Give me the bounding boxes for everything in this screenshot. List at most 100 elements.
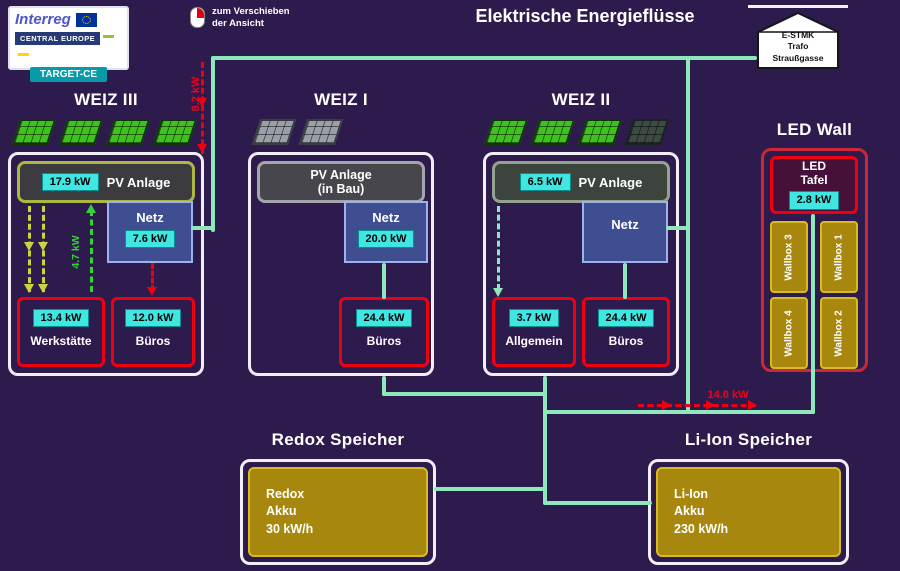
weiz3-pv-power-badge: 17.9 kW — [41, 173, 99, 191]
redox-title: Redox Speicher — [271, 430, 405, 449]
flow-line-ledwall-drop — [811, 214, 815, 414]
led-tafel-label: LED Tafel — [800, 159, 828, 188]
solar-panel-icon — [483, 119, 529, 145]
weiz1-load-bueros: 24.4 kW Büros — [339, 297, 429, 367]
solar-panel-icon — [624, 119, 670, 145]
trafo-label-line1: E-STMK — [781, 30, 815, 40]
flow-line-redox-link — [434, 487, 547, 491]
solar-panel-icon — [251, 119, 297, 145]
led-tafel-node: LED Tafel 2.8 kW — [770, 156, 858, 214]
weiz3-pv-node: 17.9 kW PV Anlage — [17, 161, 195, 203]
trafo-busbar-line — [748, 5, 848, 8]
flow-dash-weiz2-pv-load — [497, 206, 500, 290]
flow-line-weiz1-drop — [382, 376, 386, 396]
liion-title: Li-Ion Speicher — [684, 430, 813, 449]
weiz1-load1-power-badge: 24.4 kW — [355, 309, 413, 327]
flow-dash-netz-bueros — [151, 263, 154, 291]
flow-dash-grid-import — [201, 62, 204, 154]
led-tafel-power-badge: 2.8 kW — [788, 190, 840, 210]
trafo-label-line2: Trafo — [787, 41, 809, 52]
weiz2-netz-label: Netz — [611, 217, 639, 232]
wallbox-2-node: Wallbox 2 — [820, 297, 858, 369]
pan-hint-line2: der Ansicht — [212, 18, 264, 30]
flow-arrow-icon — [147, 287, 157, 296]
weiz3-netz-power-badge: 7.6 kW — [124, 230, 176, 248]
flow-line-weiz2-netz-load — [623, 263, 627, 299]
weiz3-load1-label: Werkstätte — [30, 334, 92, 348]
weiz1-netz-node: Netz 20.0 kW — [344, 201, 428, 263]
liion-akku-node: Li-Ion Akku 230 kW/h — [656, 467, 841, 557]
flow-line-weiz2-netz-stub — [666, 226, 690, 230]
weiz2-load-allgemein: 3.7 kW Allgemein — [492, 297, 576, 367]
flow-dash-to-led-storage — [638, 404, 756, 407]
pv-feed-power-label: 4.7 kW — [70, 235, 82, 269]
wallbox-4-label: Wallbox 4 — [783, 309, 795, 357]
flow-arrow-icon — [86, 204, 96, 213]
weiz2-load1-power-badge: 3.7 kW — [508, 309, 560, 327]
eu-flag-icon — [75, 12, 97, 27]
trafo-station-node: E-STMK Trafo Straußgasse — [752, 6, 844, 70]
weiz2-pv-node: 6.5 kW PV Anlage — [492, 161, 670, 203]
flow-line-weiz3-riser — [211, 56, 215, 232]
weiz2-netz-node: Netz — [582, 201, 668, 263]
redox-akku-node: Redox Akku 30 kW/h — [248, 467, 428, 557]
flow-line-top-trunk — [211, 56, 757, 60]
weiz3-load1-power-badge: 13.4 kW — [32, 309, 90, 327]
flow-line-weiz1-netz-load — [382, 263, 386, 299]
pan-hint-line1: zum Verschieben — [212, 6, 290, 17]
weiz1-load1-label: Büros — [366, 334, 402, 348]
logo-deco-yellow — [18, 53, 29, 57]
flow-line-weiz1-link — [382, 392, 547, 396]
wallbox-2-label: Wallbox 2 — [833, 309, 845, 357]
weiz2-load2-power-badge: 24.4 kW — [597, 309, 655, 327]
flow-dash-pv-feed — [90, 210, 93, 292]
led-storage-power-label: 14.0 kW — [707, 389, 749, 401]
weiz1-title: WEIZ I — [314, 90, 368, 109]
flow-line-right-riser — [686, 56, 690, 414]
ledwall-title: LED Wall — [776, 120, 853, 139]
flow-arrow-icon — [197, 98, 207, 107]
flow-line-bottom-trunk — [543, 410, 815, 414]
mouse-icon — [190, 7, 205, 28]
logo-project-badge: TARGET-CE — [29, 67, 108, 82]
weiz3-load2-power-badge: 12.0 kW — [124, 309, 182, 327]
pan-hint: zum Verschieben der Ansicht — [212, 6, 290, 31]
flow-arrow-icon — [706, 400, 715, 410]
weiz3-netz-node: Netz 7.6 kW — [107, 201, 193, 263]
flow-arrow-icon — [38, 242, 48, 251]
flow-arrow-icon — [24, 242, 34, 251]
weiz2-title: WEIZ II — [551, 90, 611, 109]
redox-storage-box — [240, 459, 436, 565]
trafo-label-line3: Straußgasse — [772, 52, 824, 63]
house-icon — [757, 11, 839, 69]
solar-panel-icon — [298, 119, 344, 145]
flow-arrow-icon — [24, 284, 34, 293]
weiz3-load-bueros: 12.0 kW Büros — [111, 297, 195, 367]
flow-arrow-icon — [197, 144, 207, 153]
solar-panel-icon — [577, 119, 623, 145]
weiz2-load1-label: Allgemein — [505, 334, 563, 348]
weiz3-pv-label: PV Anlage — [106, 174, 171, 190]
liion-storage-box — [648, 459, 849, 565]
weiz2-load-bueros: 24.4 kW Büros — [582, 297, 670, 367]
wallbox-1-label: Wallbox 1 — [833, 233, 845, 281]
wallbox-1-node: Wallbox 1 — [820, 221, 858, 293]
logo-deco-green — [103, 35, 115, 39]
page-title: Elektrische Energieflüsse — [475, 6, 695, 26]
weiz2-building-box — [483, 152, 679, 376]
flow-line-liion-link — [543, 501, 652, 505]
weiz3-building-box — [8, 152, 204, 376]
wallbox-4-node: Wallbox 4 — [770, 297, 808, 369]
weiz1-netz-power-badge: 20.0 kW — [357, 230, 415, 248]
solar-panel-icon — [530, 119, 576, 145]
flow-arrow-icon — [662, 400, 671, 410]
weiz3-load-werkstaette: 13.4 kW Werkstätte — [17, 297, 105, 367]
solar-panel-icon — [11, 119, 57, 145]
weiz2-load2-label: Büros — [608, 334, 644, 348]
flow-arrow-icon — [38, 284, 48, 293]
weiz1-pv-node: PV Anlage (in Bau) — [257, 161, 425, 203]
weiz3-netz-label: Netz — [136, 210, 164, 225]
interreg-logo: Interreg CENTRAL EUROPE TARGET-CE — [8, 6, 129, 82]
flow-arrow-icon — [748, 400, 757, 410]
